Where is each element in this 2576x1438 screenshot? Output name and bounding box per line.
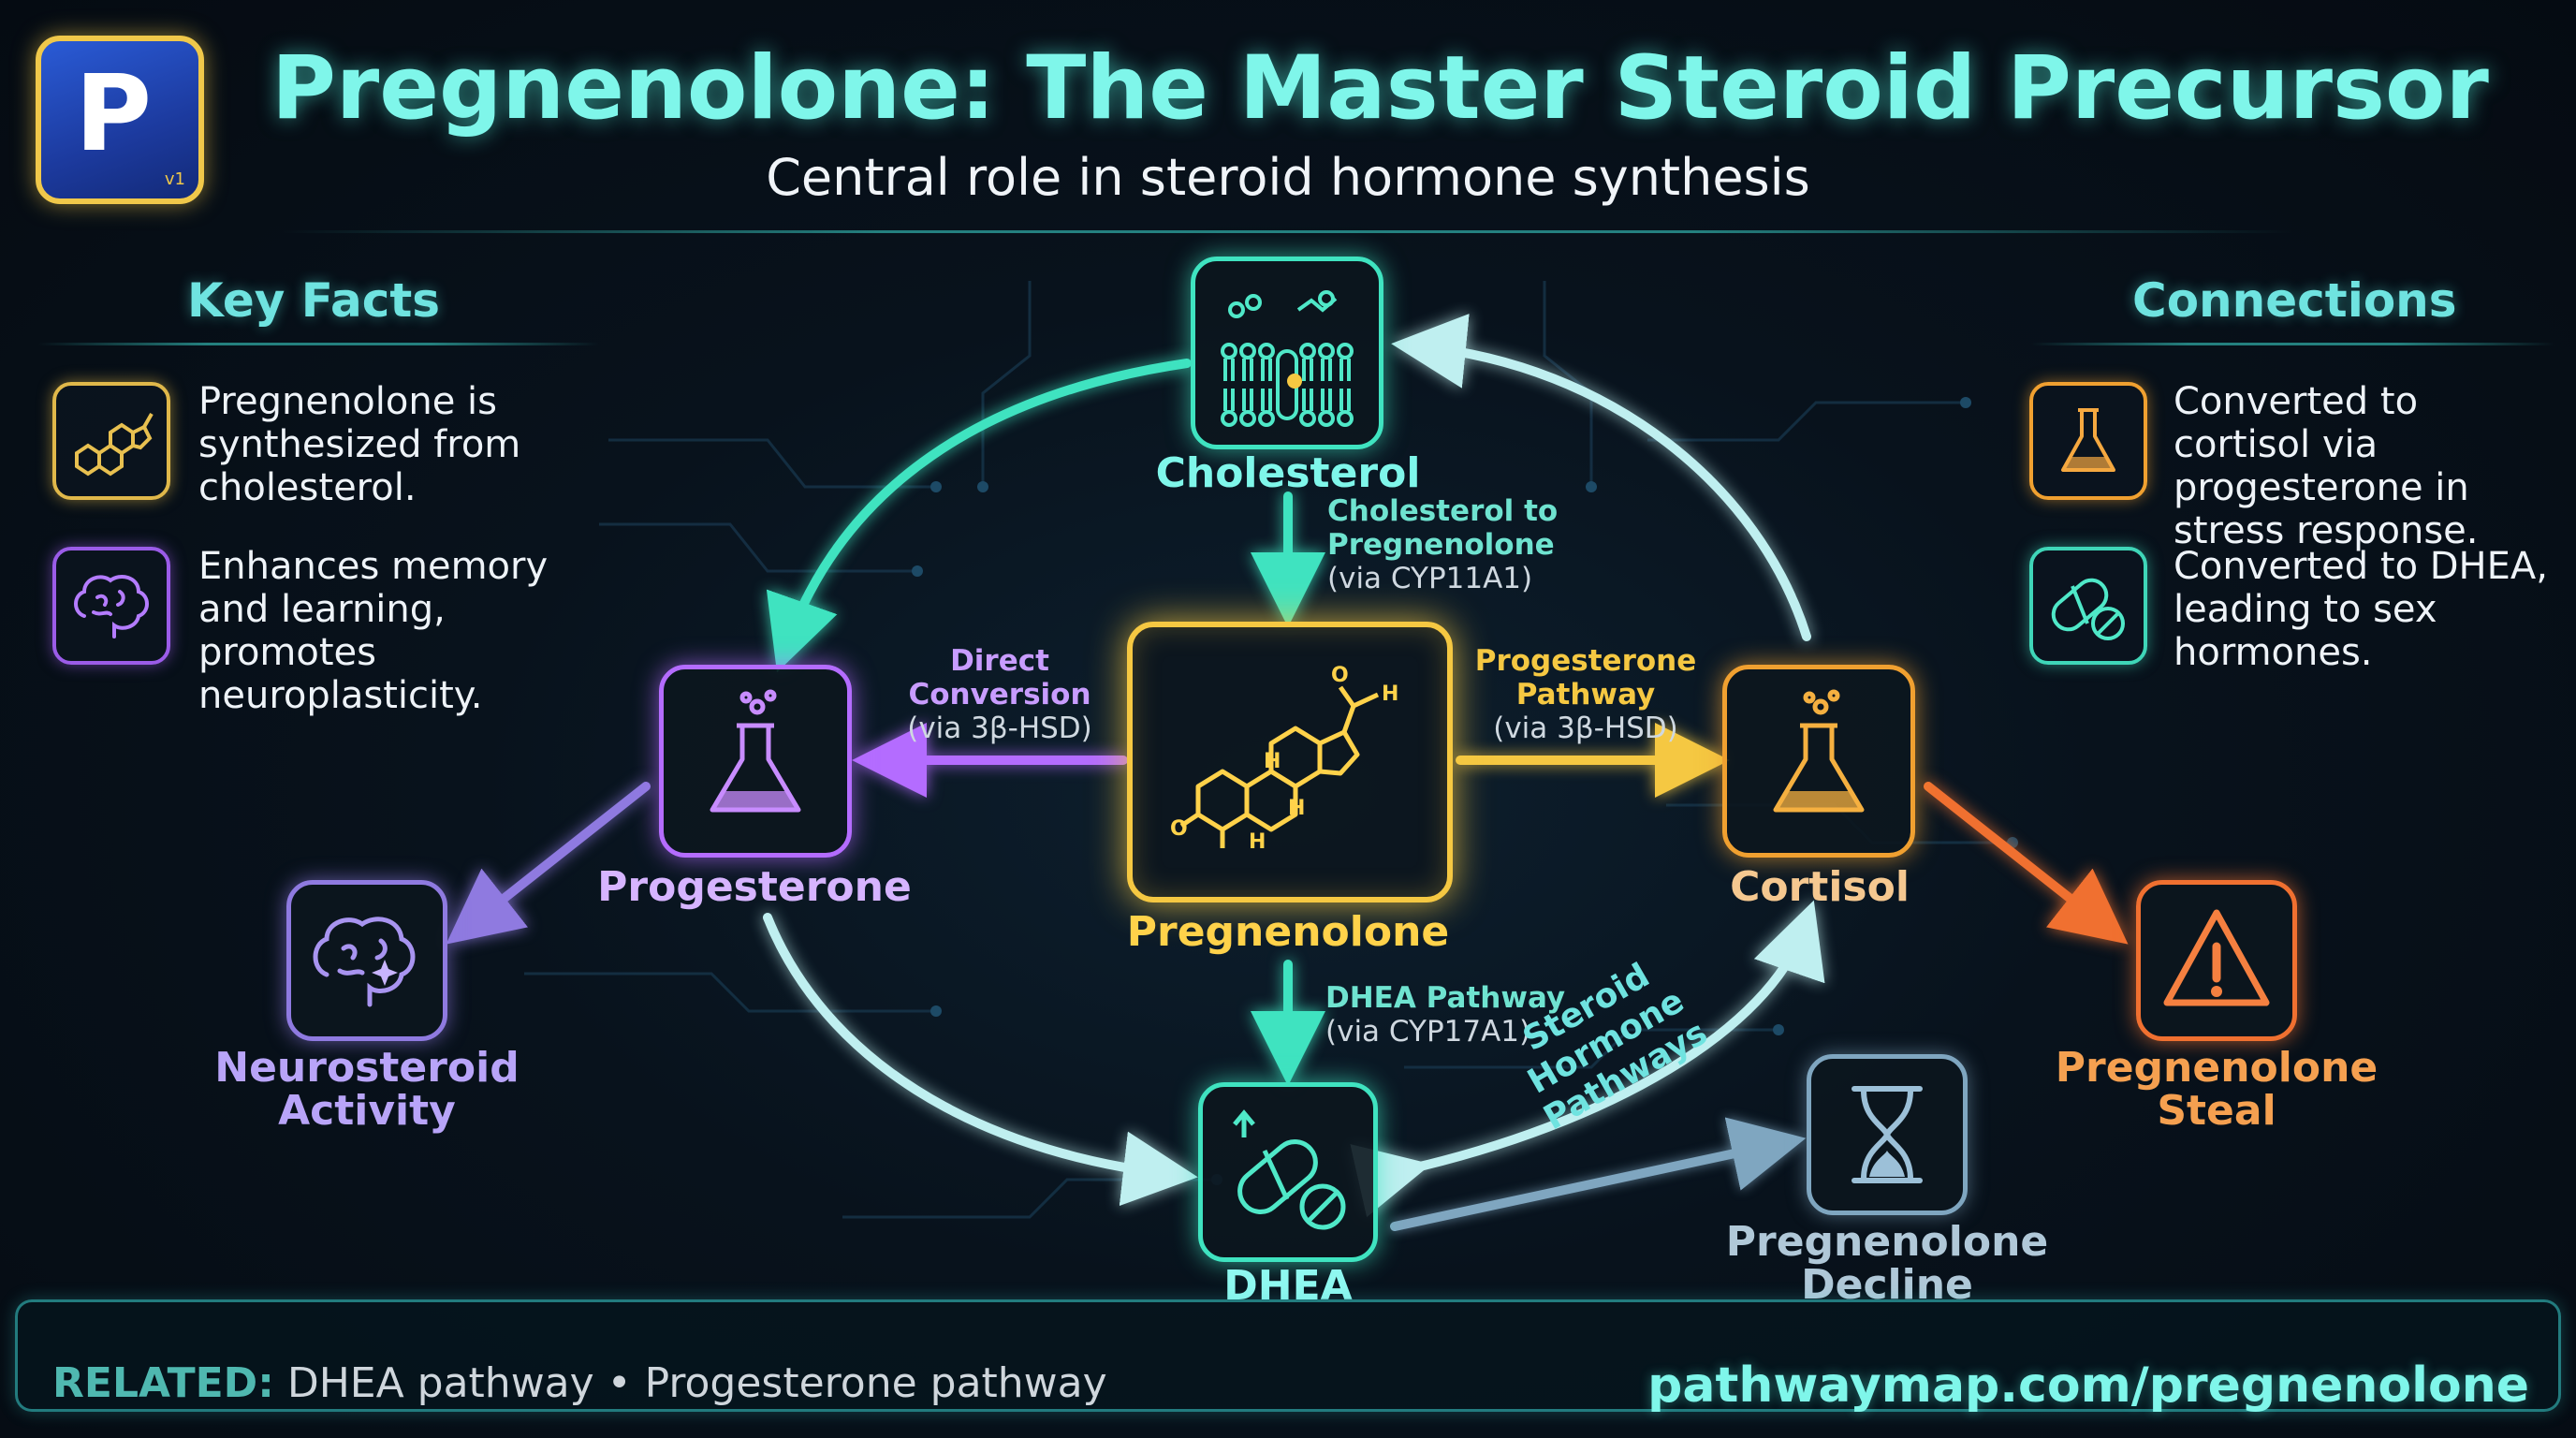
- svg-text:H: H: [1264, 750, 1281, 773]
- hourglass-icon: [1852, 1086, 1923, 1183]
- pregnenolone-decline-label: Pregnenolone Decline: [1725, 1218, 2049, 1309]
- pregnenolone-steal-node[interactable]: [2136, 880, 2297, 1041]
- progesterone-label: Progesterone: [597, 863, 912, 911]
- neurosteroid-node[interactable]: [286, 880, 447, 1041]
- pregnenolone-node[interactable]: O O H H H H: [1127, 622, 1453, 902]
- brain-icon: [313, 917, 416, 1007]
- flask-icon: [2029, 382, 2147, 500]
- steroid-molecule-icon: [52, 382, 170, 500]
- pregnenolone-label: Pregnenolone: [1126, 908, 1450, 956]
- page-subtitle: Central role in steroid hormone synthesi…: [766, 148, 1810, 207]
- key-facts-divider: [37, 343, 599, 345]
- cholesterol-to-pregnenolone-label: Cholesterol to Pregnenolone (via CYP11A1…: [1327, 494, 1559, 595]
- footer-url-link[interactable]: pathwaymap.com/pregnenolone: [1647, 1357, 2529, 1414]
- warning-icon: [2163, 909, 2270, 1006]
- cholesterol-label: Cholesterol: [1155, 449, 1421, 497]
- key-facts-title: Key Facts: [187, 273, 441, 328]
- key-fact-text: Enhances memory and learning, promotes n…: [198, 545, 549, 717]
- dhea-pathway-label: DHEA Pathway (via CYP17A1): [1325, 981, 1566, 1049]
- dhea-node[interactable]: [1198, 1082, 1378, 1262]
- connection-text: Converted to cortisol via progesterone i…: [2174, 380, 2479, 552]
- progesterone-pathway-label: Progesterone Pathway (via 3β-HSD): [1474, 644, 1697, 745]
- capsule-icon: [1233, 1109, 1346, 1230]
- capsule-icon: [2029, 547, 2147, 665]
- logo-glyph: P: [75, 53, 153, 175]
- related-links: RELATED: DHEA pathway • Progesterone pat…: [52, 1359, 1107, 1407]
- svg-text:H: H: [1382, 682, 1398, 706]
- header-divider: [281, 230, 2293, 233]
- direct-conversion-label: Direct Conversion (via 3β-HSD): [907, 644, 1092, 745]
- steroid-structure-icon: O O H H H H: [1170, 664, 1398, 854]
- cortisol-node[interactable]: [1722, 665, 1915, 858]
- related-text[interactable]: DHEA pathway • Progesterone pathway: [286, 1359, 1107, 1407]
- flask-icon: [710, 689, 801, 813]
- footer-bar: [15, 1299, 2561, 1412]
- flask-icon: [1773, 689, 1865, 813]
- page-title: Pregnenolone: The Master Steroid Precurs…: [271, 37, 2489, 139]
- key-fact-text: Pregnenolone is synthesized from cholest…: [198, 380, 521, 509]
- related-keyword: RELATED:: [52, 1359, 274, 1407]
- svg-text:H: H: [1288, 797, 1305, 820]
- cortisol-label: Cortisol: [1730, 863, 1910, 911]
- connections-title: Connections: [2132, 273, 2457, 328]
- svg-text:O: O: [1170, 817, 1188, 841]
- app-logo: P v1: [36, 36, 204, 204]
- progesterone-node[interactable]: [659, 665, 852, 858]
- pregnenolone-steal-label: Pregnenolone Steal: [2055, 1044, 2378, 1135]
- connection-text: Converted to DHEA, leading to sex hormon…: [2174, 545, 2548, 674]
- neurosteroid-label: Neurosteroid Activity: [214, 1044, 520, 1135]
- logo-version: v1: [164, 169, 185, 189]
- pregnenolone-decline-node[interactable]: [1807, 1054, 1968, 1215]
- connections-divider: [2031, 343, 2555, 345]
- brain-icon: [52, 547, 170, 665]
- svg-text:O: O: [1331, 664, 1349, 687]
- cholesterol-node[interactable]: [1191, 257, 1383, 449]
- membrane-icon: [1221, 290, 1354, 427]
- svg-text:H: H: [1249, 830, 1266, 854]
